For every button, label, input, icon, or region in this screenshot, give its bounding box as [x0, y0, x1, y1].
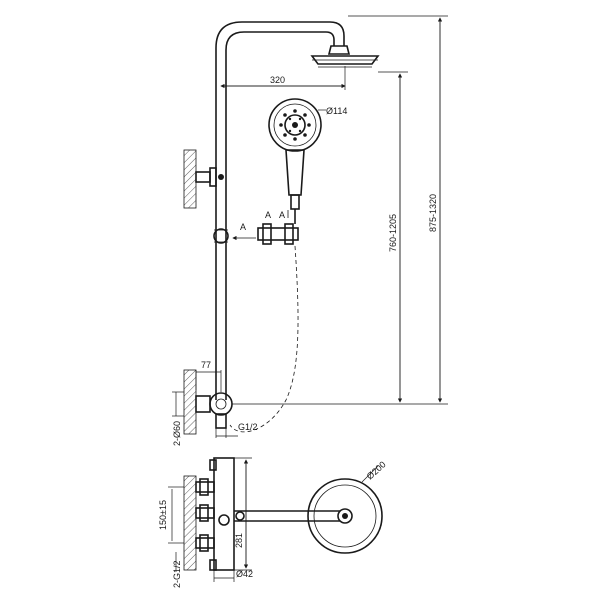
dim-inlet-spacing: 150±15: [158, 486, 184, 544]
total-height-label: 875-1320: [428, 194, 438, 232]
view-a-title-left: A: [265, 210, 271, 220]
shelf-arm: [234, 510, 340, 522]
riser-pipe: [215, 21, 345, 400]
dim-inlet-threads: 2-G1/2: [172, 552, 182, 588]
dim-inlet-pipe: 2-Ø60: [172, 391, 184, 446]
dim-body-diameter: Ø42: [213, 569, 253, 582]
valve-height-label: 281: [234, 533, 244, 548]
dim-slide-height: 760-1205: [232, 71, 408, 405]
slide-height-label: 760-1205: [388, 214, 398, 252]
arm-length-label: 320: [270, 75, 285, 85]
holder-detail-view-a: A A: [257, 210, 299, 245]
lower-wall-bracket: [183, 369, 233, 435]
inlet-thread-label: G1/2: [238, 422, 258, 432]
overhead-shower-head: [310, 45, 380, 68]
inlet-spacing-label: 150±15: [158, 500, 168, 530]
view-a-indicator: A: [232, 222, 256, 241]
shower-column-front-view: A A A: [172, 15, 448, 446]
dim-offset: 77: [195, 360, 222, 392]
valve-body: [195, 457, 235, 571]
dim-inlet-thread: G1/2: [215, 422, 258, 438]
dim-valve-height: 281: [234, 457, 252, 571]
dim-total-height: 875-1320: [348, 15, 448, 405]
slide-bar-holder: [213, 228, 229, 244]
handshower-diameter-label: Ø114: [326, 106, 347, 116]
upper-wall-bracket: [183, 149, 224, 209]
inlet-pipe-label: 2-Ø60: [172, 421, 182, 446]
overhead-shower-top-view: Ø200: [307, 459, 388, 554]
hand-shower: Ø114: [268, 98, 347, 224]
wall-section: [183, 475, 197, 571]
dim-arm-length: 320: [220, 66, 346, 90]
thermostatic-valve-view: Ø200 281 Ø42 150±15 2-G1/2: [158, 457, 388, 588]
view-a-label: A: [240, 222, 246, 232]
head-diameter-label: Ø200: [365, 459, 388, 481]
body-diameter-label: Ø42: [236, 569, 253, 579]
inlet-threads-label: 2-G1/2: [172, 560, 182, 588]
view-a-title-right: A: [279, 210, 285, 220]
offset-label: 77: [201, 360, 211, 370]
